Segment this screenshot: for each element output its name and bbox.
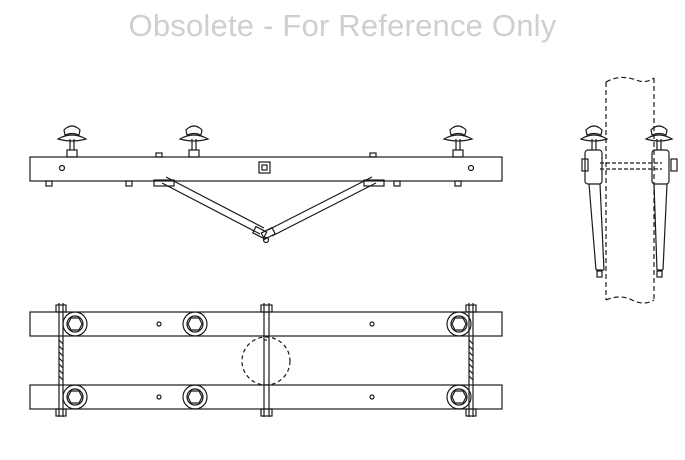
bolt-hole	[58, 164, 66, 172]
front-elevation-view	[29, 125, 503, 244]
watermark-text: Obsolete - For Reference Only	[128, 8, 557, 43]
center-fitting	[258, 161, 271, 174]
brace-plate-right	[363, 179, 385, 187]
threaded-rod-center	[260, 303, 273, 417]
crossarm-plan-bottom	[29, 384, 503, 410]
threaded-rod-right	[465, 303, 477, 417]
v-brace-right	[260, 176, 377, 241]
side-insulator-left	[579, 125, 609, 278]
brace-bolt	[262, 236, 270, 244]
threaded-rod-left	[55, 303, 67, 417]
crossarm-front	[29, 156, 503, 182]
insulator-base-bottom-2	[182, 384, 208, 410]
v-brace-left	[161, 176, 268, 240]
pole-outline-hidden	[241, 336, 291, 386]
crossarm-plan-top	[29, 311, 503, 337]
bolt-hole	[467, 164, 475, 172]
insulator-base-top-3	[446, 311, 472, 337]
plan-view	[29, 303, 503, 417]
insulator-base-top-1	[62, 311, 88, 337]
side-insulator-right	[644, 125, 678, 278]
insulator-base-bottom-3	[446, 384, 472, 410]
brace-plate-left	[153, 179, 175, 187]
insulator-base-top-2	[182, 311, 208, 337]
pole-side-hidden	[605, 76, 655, 304]
insulator-base-bottom-1	[62, 384, 88, 410]
insulator-3	[442, 125, 474, 158]
insulator-1	[56, 125, 88, 158]
side-elevation-view	[579, 76, 678, 304]
insulator-2	[178, 125, 210, 158]
